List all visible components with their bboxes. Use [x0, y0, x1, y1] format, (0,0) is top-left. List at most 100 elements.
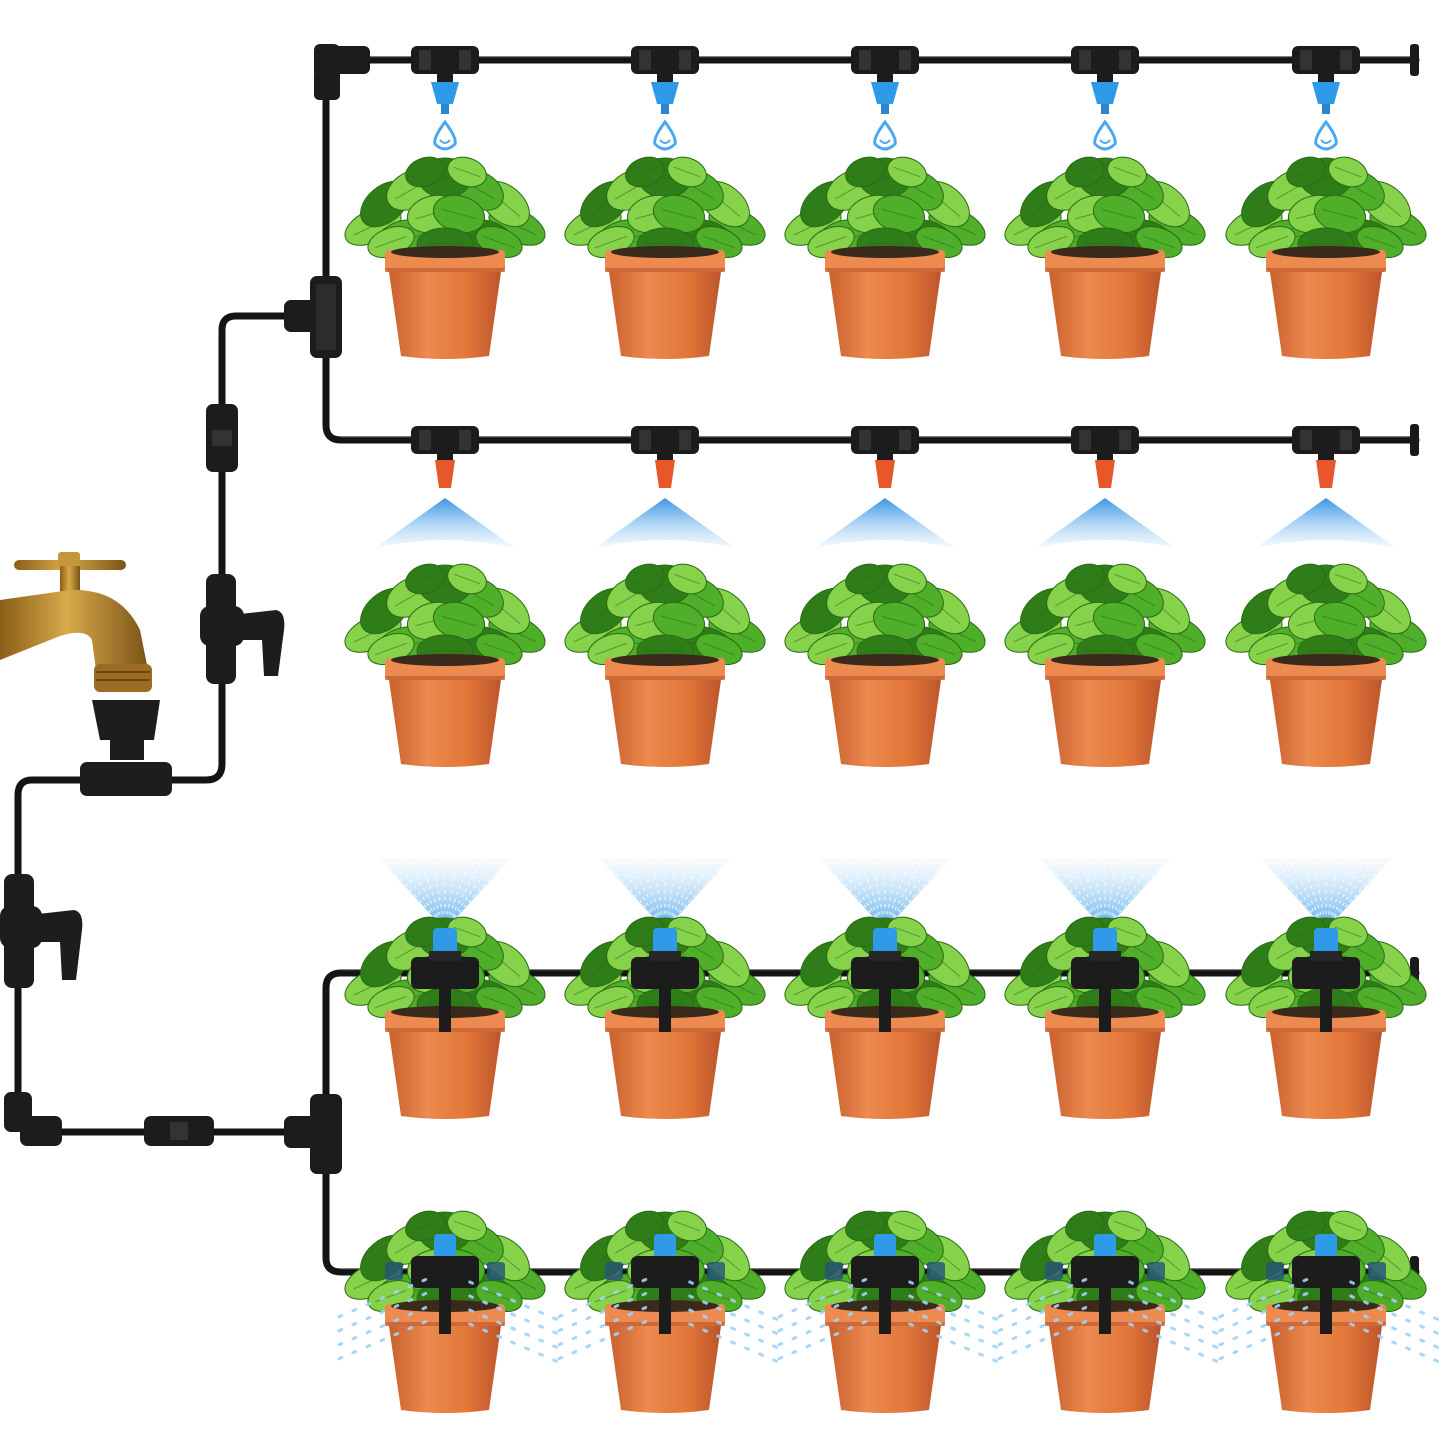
tee-connector-icon: [1071, 426, 1139, 454]
plant-station: [777, 1210, 998, 1413]
mist-nozzle-icon: [1095, 452, 1115, 488]
mist-nozzle-icon: [655, 452, 675, 488]
plant-station: [1225, 858, 1427, 1119]
mist-nozzle-icon: [435, 452, 455, 488]
basil-plant: [564, 563, 766, 668]
tee-connector-icon: [284, 1094, 342, 1174]
tee-connector-icon: [1071, 46, 1139, 74]
water-drop-icon: [1093, 119, 1117, 151]
sprinkler-spray: [819, 858, 951, 930]
row-bubblers: [337, 1210, 1439, 1413]
shutoff-valve-icon: [200, 574, 285, 684]
tee-connector-icon: [631, 426, 699, 454]
dripper-icon: [1312, 72, 1340, 114]
basil-plant: [1004, 156, 1206, 261]
bubbler-stake-icon: [825, 1234, 945, 1334]
tee-connector-icon: [80, 762, 172, 796]
plant-station: [784, 858, 986, 1119]
bubbler-spray: [997, 1277, 1218, 1363]
basil-plant: [1004, 563, 1206, 668]
flower-pot: [385, 246, 505, 359]
dripper-icon: [871, 72, 899, 114]
basil-plant: [784, 563, 986, 668]
tee-connector-icon: [284, 276, 342, 358]
dripper-icon: [1091, 72, 1119, 114]
tee-connector-icon: [851, 426, 919, 454]
water-drop-icon: [433, 119, 457, 151]
bubbler-stake-icon: [385, 1234, 505, 1334]
tee-connector-icon: [1292, 426, 1360, 454]
shutoff-valve-icon: [0, 874, 83, 988]
mist-spray: [1256, 498, 1396, 548]
sprinkler-stake-icon: [631, 928, 699, 1032]
flower-pot: [1045, 246, 1165, 359]
mist-spray: [815, 498, 955, 548]
row-misters: [344, 426, 1427, 767]
mist-nozzle-icon: [875, 452, 895, 488]
bubbler-spray: [557, 1277, 778, 1363]
tee-connector-icon: [411, 46, 479, 74]
bubbler-spray: [777, 1277, 998, 1363]
sprinkler-spray: [379, 858, 511, 930]
water-drop-icon: [653, 119, 677, 151]
basil-plant: [344, 563, 546, 668]
tube-row2: [322, 326, 1420, 444]
flower-pot: [825, 654, 945, 767]
plant-station: [997, 1210, 1218, 1413]
plant-station: [1004, 858, 1206, 1119]
tee-connector-icon: [631, 46, 699, 74]
dripper-icon: [651, 72, 679, 114]
plant-station: [1004, 46, 1206, 359]
plant-station: [564, 858, 766, 1119]
flower-pot: [1266, 246, 1386, 359]
tube-row3: [322, 969, 1420, 1122]
mist-spray: [595, 498, 735, 548]
sprinkler-stake-icon: [1071, 928, 1139, 1032]
coupling-icon: [144, 1116, 214, 1146]
plant-station: [784, 426, 986, 767]
plant-station: [1004, 426, 1206, 767]
dripper-icon: [431, 72, 459, 114]
tee-connector-icon: [851, 46, 919, 74]
plant-station: [344, 46, 546, 359]
basil-plant: [1225, 563, 1427, 668]
elbow-connector-icon: [4, 1092, 62, 1146]
sprinkler-stake-icon: [851, 928, 919, 1032]
coupling-icon: [206, 404, 238, 472]
row-drippers: [344, 46, 1427, 359]
plant-station: [564, 426, 766, 767]
tee-connector-icon: [411, 426, 479, 454]
bubbler-stake-icon: [605, 1234, 725, 1334]
sprinkler-stake-icon: [411, 928, 479, 1032]
water-drop-icon: [1314, 119, 1338, 151]
plant-station: [344, 858, 546, 1119]
tube-right-main: [156, 312, 304, 784]
sprinkler-spray: [1260, 858, 1392, 930]
bubbler-spray: [337, 1277, 558, 1363]
sprinkler-spray: [1039, 858, 1171, 930]
bubbler-stake-icon: [1045, 1234, 1165, 1334]
flower-pot: [385, 654, 505, 767]
flower-pot: [1266, 654, 1386, 767]
plant-station: [564, 46, 766, 359]
mist-nozzle-icon: [1316, 452, 1336, 488]
flower-pot: [605, 654, 725, 767]
sprinkler-stake-icon: [1292, 928, 1360, 1032]
faucet-icon: [0, 552, 172, 796]
plant-station: [1225, 426, 1427, 767]
plant-station: [337, 1210, 558, 1413]
plant-station: [784, 46, 986, 359]
bubbler-spray: [1218, 1277, 1439, 1363]
elbow-connector-icon: [314, 44, 370, 100]
water-drop-icon: [873, 119, 897, 151]
plant-station: [557, 1210, 778, 1413]
end-plug-icon: [1410, 44, 1419, 76]
flower-pot: [825, 1006, 945, 1119]
plant-station: [1225, 46, 1427, 359]
plant-station: [1218, 1210, 1439, 1413]
tee-connector-icon: [1292, 46, 1360, 74]
mist-spray: [1035, 498, 1175, 548]
bubbler-stake-icon: [1266, 1234, 1386, 1334]
flower-pot: [825, 246, 945, 359]
sprinkler-spray: [599, 858, 731, 930]
